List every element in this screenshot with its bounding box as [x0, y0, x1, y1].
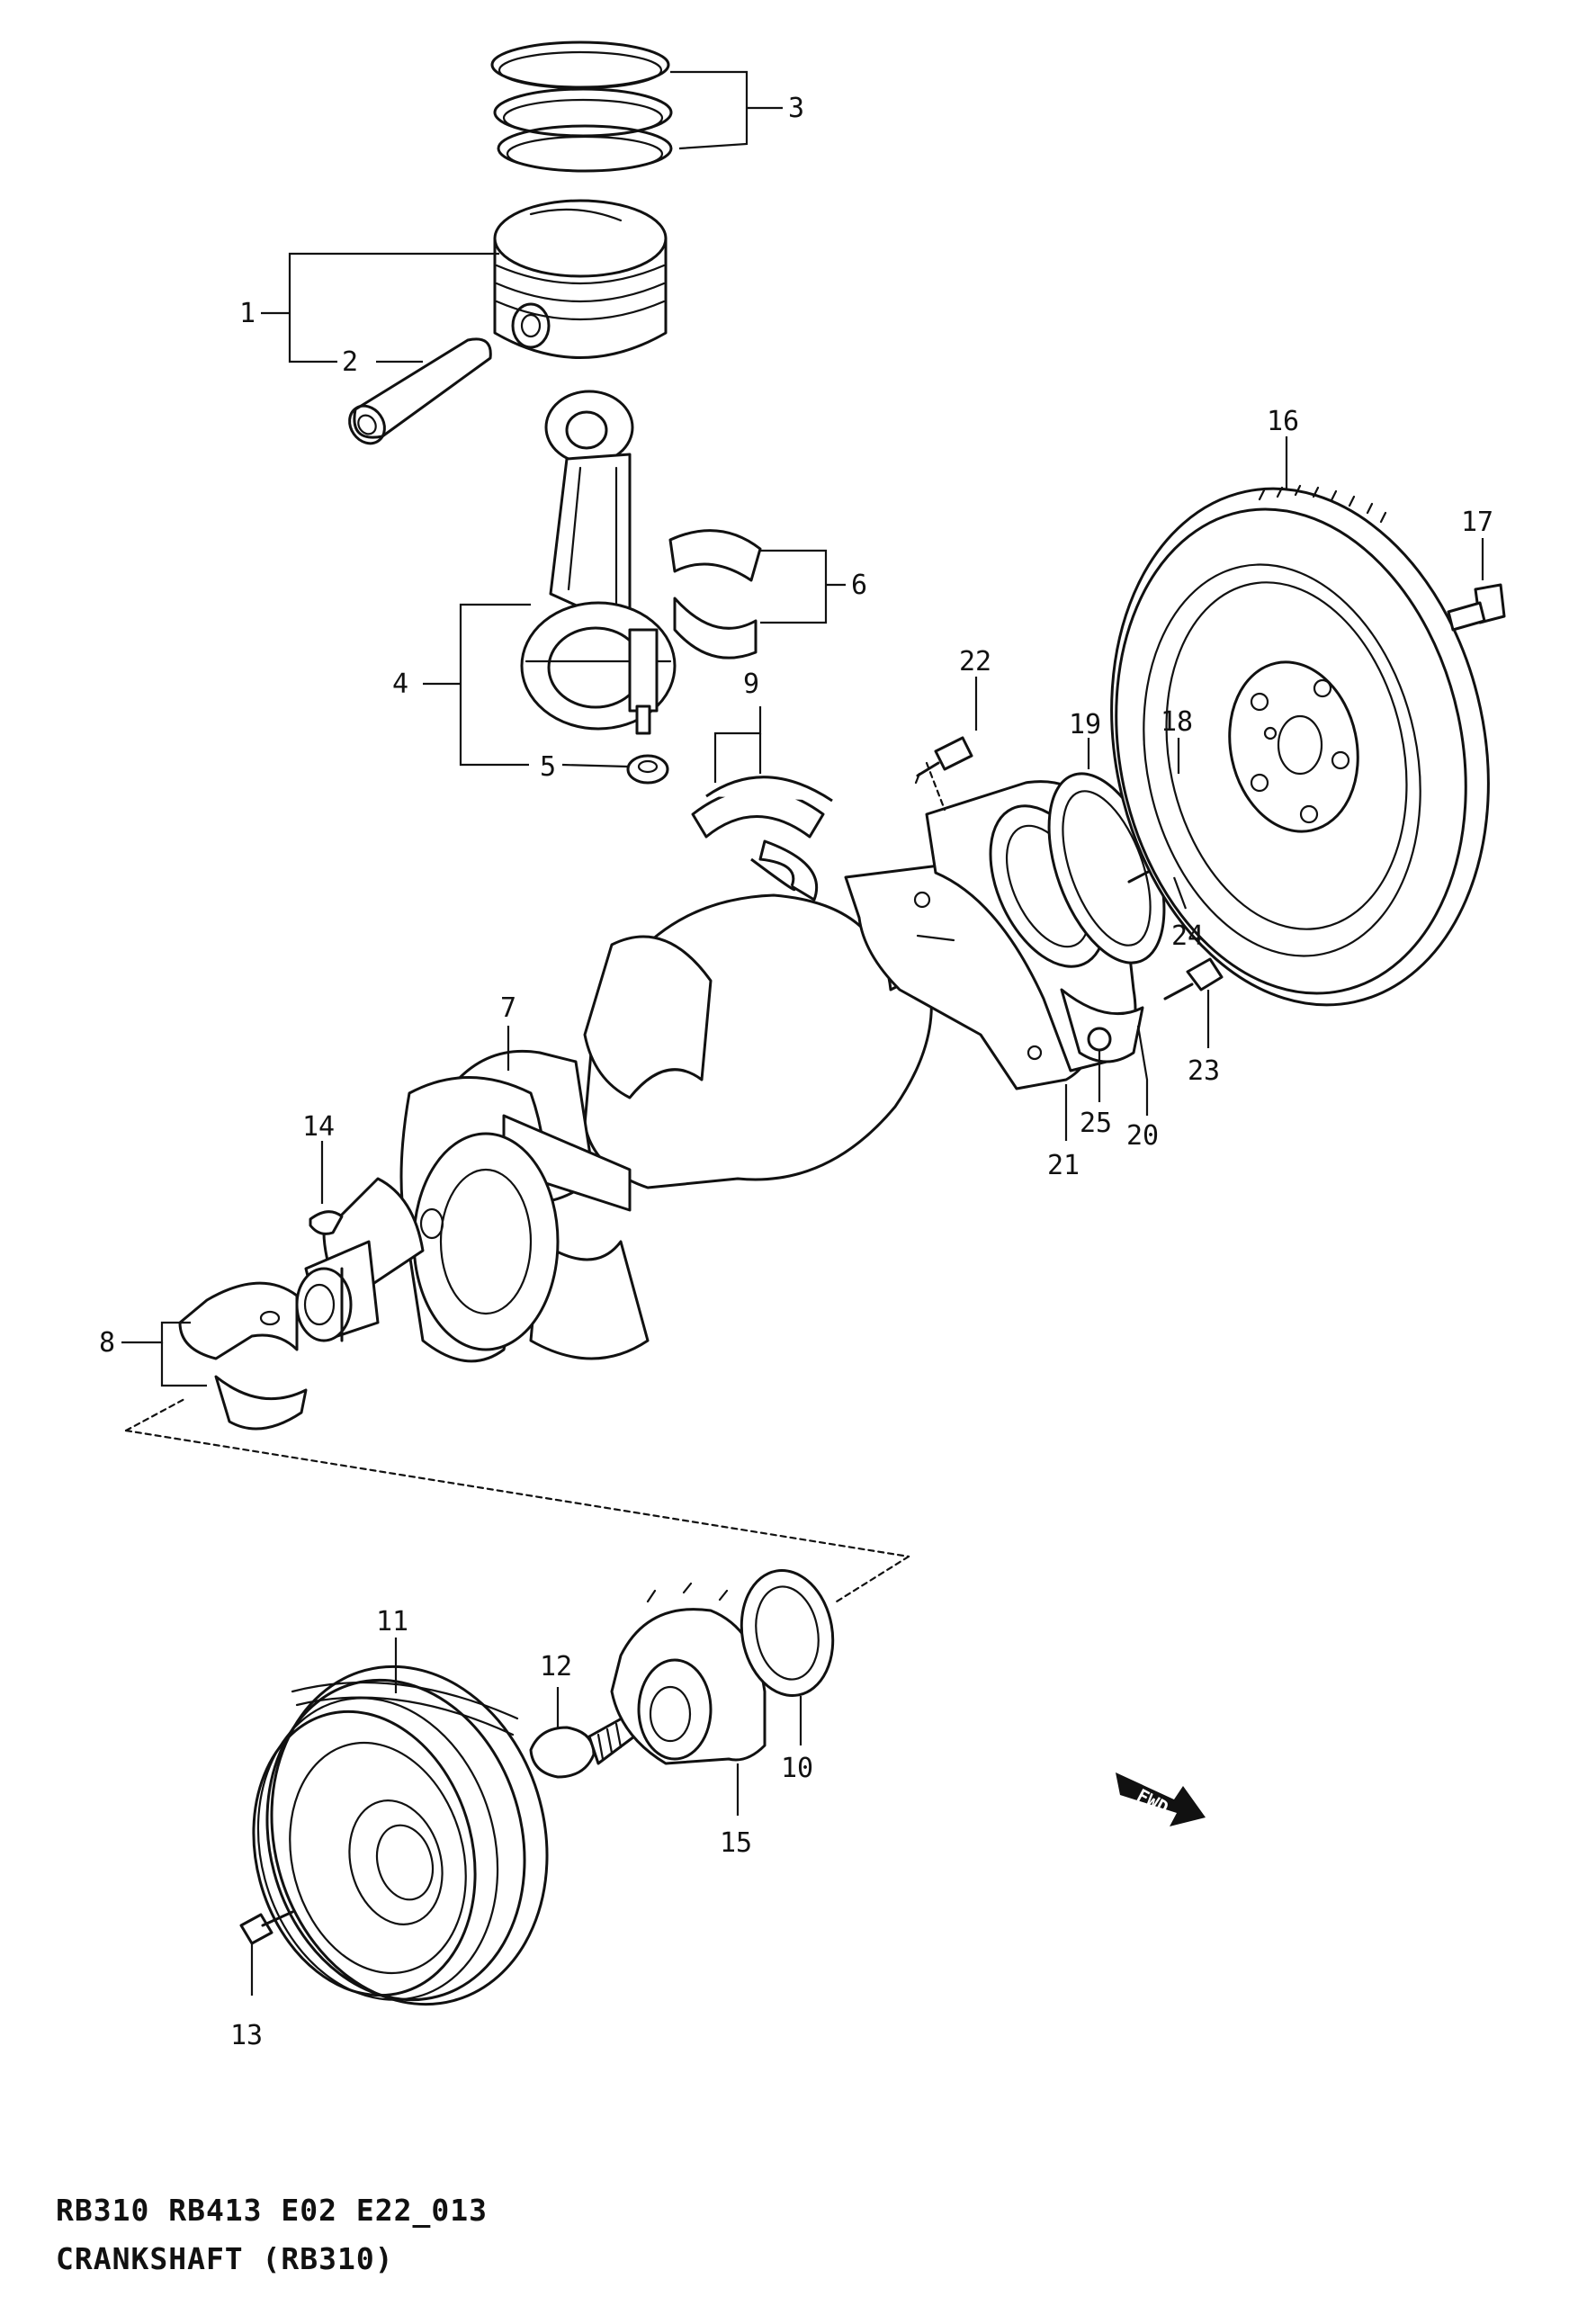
flywheel [1110, 484, 1490, 1007]
callout-12: 12 [540, 1651, 572, 1682]
callout-13: 13 [230, 2020, 263, 2051]
callout-16: 16 [1267, 406, 1299, 437]
callout-14: 14 [302, 1111, 335, 1143]
con-rod-bearing [668, 529, 762, 660]
callout-24: 24 [1171, 920, 1204, 952]
main-bearings [178, 1281, 308, 1431]
callout-11: 11 [376, 1606, 408, 1638]
crank-pulley-bolt [529, 1712, 636, 1779]
piston [493, 199, 668, 359]
callout-1: 1 [239, 298, 256, 329]
callout-6: 6 [851, 570, 867, 601]
connecting-rod [520, 390, 677, 735]
bolt-23 [1163, 957, 1224, 1000]
piston-rings [490, 40, 673, 173]
piston-pin [348, 337, 492, 445]
callout-7: 7 [500, 992, 516, 1024]
callout-3: 3 [788, 93, 804, 124]
leader-lines [121, 70, 1484, 1996]
callout-21: 21 [1047, 1150, 1080, 1181]
caption-code-line: RB310 RB413 E02 E22_013 [56, 2193, 488, 2228]
callout-9: 9 [743, 668, 759, 700]
flywheel-bolt [1447, 583, 1506, 632]
callout-numbers: 3 1 2 6 4 5 9 22 19 18 16 17 24 23 25 20… [99, 93, 1493, 2051]
woodruff-key [309, 1210, 344, 1235]
crankshaft [295, 893, 933, 1363]
callout-5: 5 [540, 751, 556, 783]
callout-8: 8 [99, 1327, 115, 1359]
callout-23: 23 [1188, 1055, 1220, 1087]
rod-nut [626, 754, 669, 785]
callout-2: 2 [342, 346, 358, 378]
callout-17: 17 [1461, 507, 1493, 538]
pulley-bolt [239, 1910, 294, 1945]
timing-sprocket [610, 1582, 776, 1765]
callout-4: 4 [392, 668, 408, 700]
callout-15: 15 [720, 1827, 752, 1859]
thrust-bearing [691, 776, 833, 902]
bolt-22 [914, 736, 973, 785]
callout-18: 18 [1161, 706, 1193, 738]
diagram-caption: RB310 RB413 E02 E22_013 CRANKSHAFT (RB31… [56, 2193, 488, 2276]
callout-19: 19 [1069, 709, 1101, 740]
crankshaft-pulley [252, 1664, 549, 2006]
front-oil-seal [740, 1569, 835, 1697]
explosion-lines [124, 761, 946, 1603]
callout-20: 20 [1126, 1120, 1159, 1152]
fwd-direction-arrow: FWD [1116, 1772, 1206, 1826]
caption-title-line: CRANKSHAFT (RB310) [56, 2241, 394, 2276]
callout-22: 22 [959, 646, 991, 677]
callout-25: 25 [1080, 1108, 1112, 1139]
callout-10: 10 [781, 1753, 813, 1784]
